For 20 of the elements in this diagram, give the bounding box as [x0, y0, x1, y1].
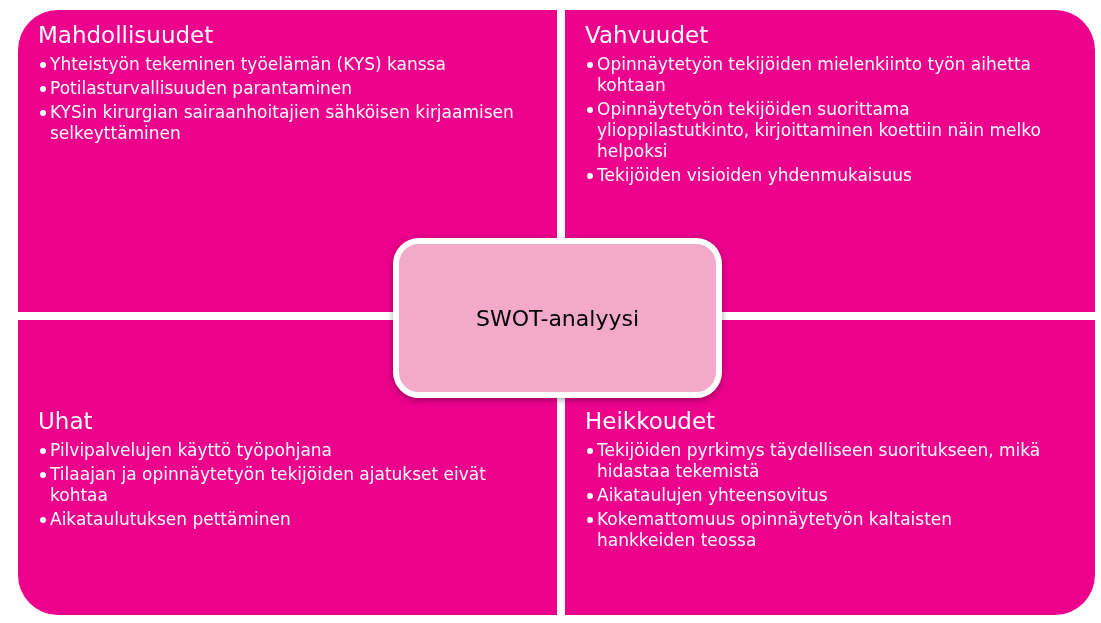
bullet-text: Tilaajan ja opinnäytetyön tekijöiden ajatukset eivät kohtaa [50, 464, 486, 505]
quadrant-panel [565, 10, 1095, 312]
bullet-text: Tekijöiden pyrkimys täydelliseen suoritukseen, mikä hidastaa tekemistä [597, 440, 1041, 481]
quadrant-heading: Vahvuudet [585, 22, 709, 48]
bullet-text: Kokemattomuus opinnäytetyön kaltaisten hankkeiden teossa [597, 509, 953, 550]
bullet-text: Aikataulujen yhteensovitus [597, 485, 828, 505]
center-box [393, 238, 722, 398]
quadrant-heading: Heikkoudet [585, 408, 716, 434]
bullet-text: KYSin kirurgian sairaanhoitajien sähköisen kirjaamisen selkeyttäminen [50, 102, 514, 143]
bullet-text: Aikataulutuksen pettäminen [50, 509, 291, 529]
quadrant-panel [18, 10, 557, 312]
bullet-text: Tekijöiden visioiden yhdenmukaisuus [597, 165, 912, 185]
quadrant-heading: Mahdollisuudet [38, 22, 214, 48]
bullet-text: Potilasturvallisuuden parantaminen [50, 78, 353, 98]
quadrant-heading: Uhat [38, 408, 93, 434]
bullet-text: Opinnäytetyön tekijöiden mielenkiinto työn aihetta kohtaan [597, 54, 1031, 95]
bullet-text: Pilvipalvelujen käyttö työpohjana [50, 440, 332, 460]
bullet-text: Opinnäytetyön tekijöiden suorittama ylioppilastutkinto, kirjoittaminen koettiin näin melko helpoksi [597, 99, 1041, 161]
center-title: SWOT-analyysi [476, 305, 639, 331]
bullet-text: Yhteistyön tekeminen työelämän (KYS) kanssa [50, 54, 446, 74]
